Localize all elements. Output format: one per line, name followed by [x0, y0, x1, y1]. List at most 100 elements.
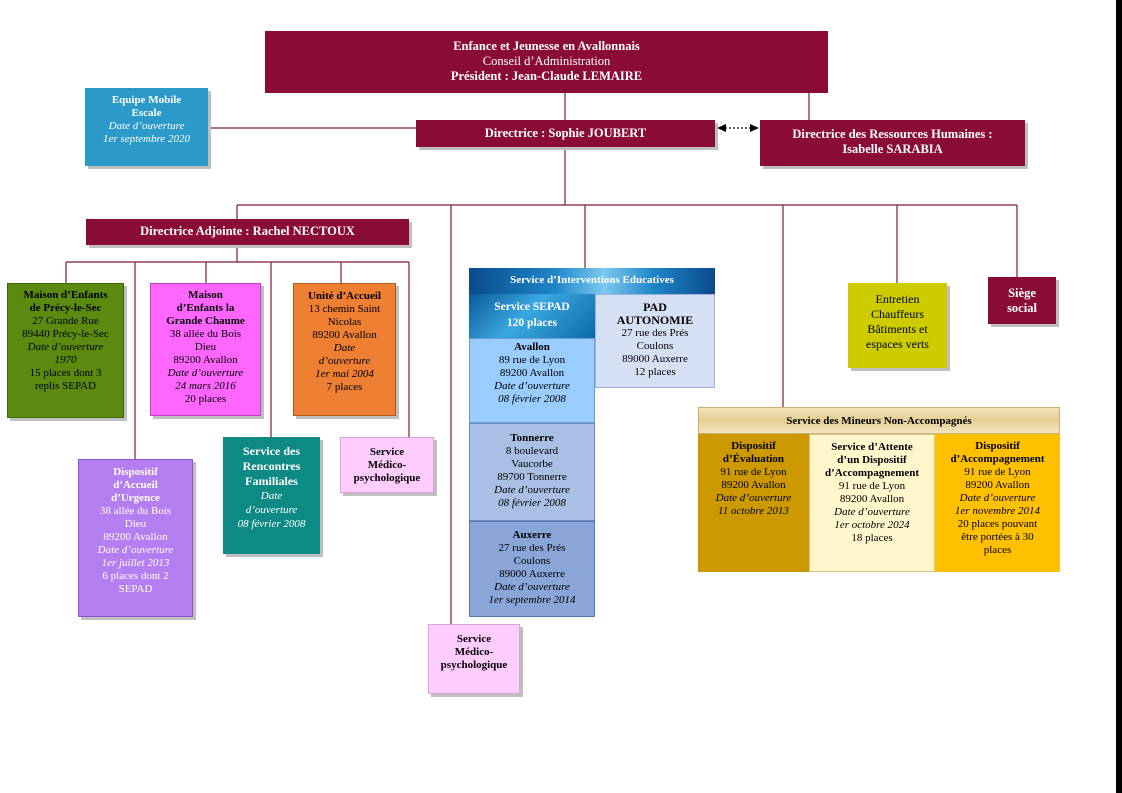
grande-chaume-name-3: Grande Chaume — [166, 315, 245, 327]
rencontres-name-2: Rencontres — [242, 459, 301, 473]
siege-line-2: social — [1007, 301, 1037, 315]
rencontres-box: Service des Rencontres Familiales Date d… — [223, 437, 320, 554]
board-box: Enfance et Jeunesse en Avallonnais Conse… — [265, 31, 828, 93]
sie-auxerre-address-1: 27 rue des Prés — [498, 542, 566, 554]
director-label: Directrice : Sophie JOUBERT — [484, 126, 647, 140]
sie-pad-capacity: 12 places — [634, 366, 676, 378]
sie-pad-address-3: 89000 Auxerre — [622, 353, 688, 365]
grande-chaume-opening-date: 24 mars 2016 — [175, 380, 236, 392]
precy-name-2: de Précy-le-Sec — [29, 302, 102, 314]
smna-accompagnement-capacity-3: places — [983, 544, 1012, 556]
smna-accompagnement-address-1: 91 rue de Lyon — [964, 466, 1031, 478]
smna-evaluation-opening-label: Date d’ouverture — [715, 492, 792, 504]
urgence-name-2: d’Accueil — [113, 479, 158, 491]
grande-chaume-box: Maison d’Enfants la Grande Chaume 38 all… — [150, 283, 261, 416]
urgence-opening-label: Date d’ouverture — [97, 544, 174, 556]
sie-auxerre-name: Auxerre — [512, 529, 552, 541]
smna-accompagnement-address-2: 89200 Avallon — [965, 479, 1030, 491]
smna-accompagnement-opening-date: 1er novembre 2014 — [954, 505, 1041, 517]
precy-address-1: 27 Grande Rue — [32, 315, 99, 327]
unite-accueil-box: Unité d’Accueil 13 chemin Saint Nicolas … — [293, 283, 396, 416]
mobile-team-name-2: Escale — [131, 107, 162, 119]
entretien-line-2: Chauffeurs — [870, 307, 925, 321]
sie-auxerre-box: Auxerre 27 rue des Prés Coulons 89000 Au… — [469, 521, 595, 617]
deputy-director-label: Directrice Adjointe : Rachel NECTOUX — [140, 224, 355, 238]
sie-sepad-capacity: 120 places — [506, 317, 558, 329]
smna-attente-address-1: 91 rue de Lyon — [838, 480, 906, 492]
medico-left-box: Service Médico- psychologique — [340, 437, 434, 493]
board-title: Enfance et Jeunesse en Avallonnais — [453, 39, 640, 53]
sie-header: Service d’Interventions Educatives — [469, 268, 715, 294]
sie-pad-box: PAD AUTONOMIE 27 rue des Prés Coulons 89… — [595, 294, 715, 388]
rencontres-opening-date: 08 février 2008 — [237, 518, 306, 530]
smna-attente-box: Service d’Attente d’un Dispositif d’Acco… — [809, 434, 935, 572]
entretien-line-1: Entretien — [875, 292, 920, 306]
hr-director-box: Directrice des Ressources Humaines : Isa… — [760, 120, 1025, 166]
sie-avallon-opening-date: 08 février 2008 — [498, 393, 566, 405]
sie-auxerre-opening-label: Date d’ouverture — [494, 581, 570, 593]
sie-avallon-opening-label: Date d’ouverture — [494, 380, 570, 392]
sie-tonnerre-opening-date: 08 février 2008 — [498, 497, 566, 509]
smna-accompagnement-capacity-1: 20 places pouvant — [957, 518, 1038, 530]
entretien-line-4: espaces verts — [866, 337, 929, 351]
grande-chaume-name-1: Maison — [188, 289, 223, 301]
mobile-team-opening-label: Date d’ouverture — [108, 120, 185, 132]
sie-pad-name-2: AUTONOMIE — [616, 313, 694, 327]
urgence-name-1: Dispositif — [113, 466, 158, 478]
precy-name-1: Maison d’Enfants — [23, 289, 108, 301]
urgence-box: Dispositif d’Accueil d’Urgence 38 allée … — [78, 459, 193, 617]
precy-opening-label: Date d’ouverture — [27, 341, 104, 353]
director-box: Directrice : Sophie JOUBERT — [416, 120, 715, 147]
grande-chaume-address-3: 89200 Avallon — [173, 354, 238, 366]
smna-accompagnement-opening-label: Date d’ouverture — [959, 492, 1036, 504]
urgence-capacity-2: SEPAD — [118, 583, 153, 595]
board-subtitle: Conseil d’Administration — [482, 54, 611, 68]
sie-auxerre-address-2: Coulons — [513, 555, 551, 567]
smna-accompagnement-box: Dispositif d’Accompagnement 91 rue de Ly… — [935, 434, 1060, 572]
sie-tonnerre-address-1: 8 boulevard — [505, 445, 559, 457]
smna-attente-capacity: 18 places — [851, 532, 893, 544]
smna-evaluation-box: Dispositif d’Évaluation 91 rue de Lyon 8… — [698, 434, 809, 572]
page-edge-bar — [1116, 0, 1122, 793]
medico-center-line-1: Service — [456, 633, 492, 645]
siege-line-1: Siège — [1008, 286, 1036, 300]
unite-accueil-address-1: 13 chemin Saint — [308, 303, 381, 315]
unite-accueil-opening-label-1: Date — [333, 342, 356, 354]
grande-chaume-opening-label: Date d’ouverture — [167, 367, 244, 379]
urgence-address-2: Dieu — [124, 518, 147, 530]
deputy-director-box: Directrice Adjointe : Rachel NECTOUX — [86, 219, 409, 245]
precy-opening-date: 1970 — [54, 354, 77, 366]
urgence-capacity-1: 6 places dont 2 — [102, 570, 169, 582]
smna-evaluation-address-2: 89200 Avallon — [721, 479, 786, 491]
mobile-team-name-1: Equipe Mobile — [111, 94, 182, 106]
smna-evaluation-opening-date: 11 octobre 2013 — [718, 505, 789, 517]
grande-chaume-capacity: 20 places — [184, 393, 227, 405]
smna-evaluation-name-2: d’Évaluation — [722, 453, 785, 465]
medico-left-line-1: Service — [369, 446, 405, 458]
sie-tonnerre-box: Tonnerre 8 boulevard Vaucorbe 89700 Tonn… — [469, 423, 595, 521]
grande-chaume-name-2: d’Enfants la — [176, 302, 235, 314]
smna-accompagnement-capacity-2: être portées à 30 — [961, 531, 1034, 543]
sie-avallon-name: Avallon — [514, 341, 550, 353]
smna-attente-name-1: Service d’Attente — [831, 441, 913, 453]
grande-chaume-address-2: Dieu — [194, 341, 217, 353]
medico-left-line-3: psychologique — [353, 472, 421, 484]
smna-accompagnement-name-2: d’Accompagnement — [950, 453, 1045, 465]
precy-capacity-2: replis SEPAD — [34, 380, 97, 392]
medico-left-line-2: Médico- — [367, 459, 407, 471]
sie-tonnerre-address-3: 89700 Tonnerre — [497, 471, 567, 483]
entretien-line-3: Bâtiments et — [867, 322, 928, 336]
unite-accueil-address-3: 89200 Avallon — [312, 329, 377, 341]
sie-tonnerre-name: Tonnerre — [510, 432, 554, 444]
unite-accueil-capacity: 7 places — [326, 381, 363, 393]
rencontres-opening-label-2: d’ouverture — [245, 504, 298, 516]
smna-evaluation-address-1: 91 rue de Lyon — [720, 466, 787, 478]
unite-accueil-address-2: Nicolas — [327, 316, 362, 328]
sie-tonnerre-address-2: Vaucorbe — [511, 458, 553, 470]
sie-sepad-header: Service SEPAD 120 places — [469, 294, 595, 338]
siege-box: Siège social — [988, 277, 1056, 324]
unite-accueil-opening-date: 1er mai 2004 — [315, 368, 374, 380]
sie-avallon-box: Avallon 89 rue de Lyon 89200 Avallon Dat… — [469, 338, 595, 423]
precy-box: Maison d’Enfants de Précy-le-Sec 27 Gran… — [7, 283, 124, 418]
